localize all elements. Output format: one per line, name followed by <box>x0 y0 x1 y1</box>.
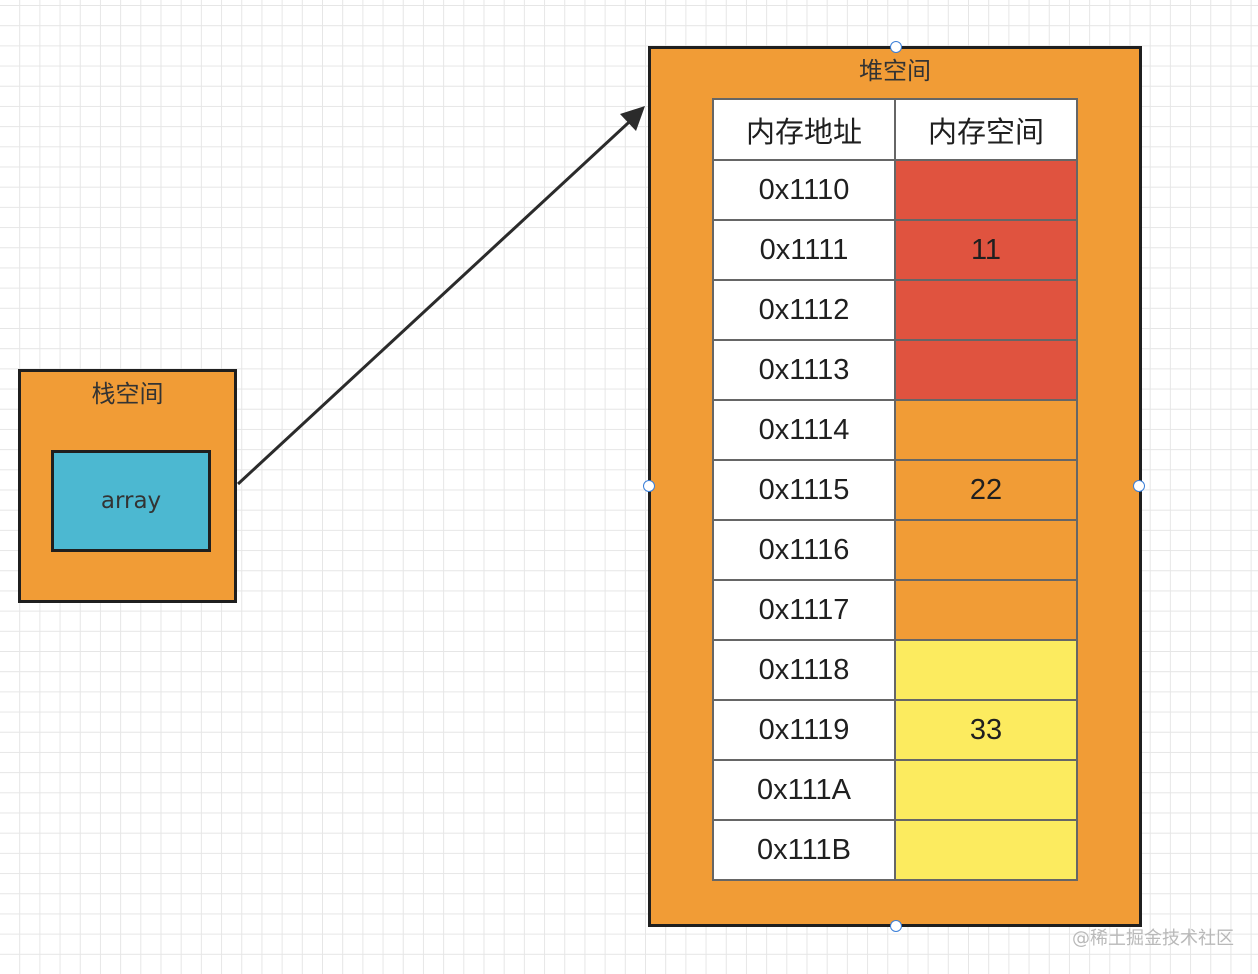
memory-space-cell: 33 <box>894 699 1078 761</box>
stack-space-title: 栈空间 <box>91 380 164 408</box>
memory-row: 0x1110 <box>712 159 1078 221</box>
array-variable-label: array <box>100 488 162 514</box>
watermark: @稀土掘金技术社区 <box>1072 928 1234 949</box>
memory-space-cell <box>894 339 1078 401</box>
arrowhead-icon <box>620 106 645 131</box>
memory-row: 0x111B <box>712 819 1078 881</box>
memory-space-cell <box>894 759 1078 821</box>
memory-address-cell: 0x1116 <box>712 519 896 581</box>
memory-table-header-row: 内存地址 内存空间 <box>712 98 1078 161</box>
memory-address-cell: 0x1115 <box>712 459 896 521</box>
memory-space-cell <box>894 579 1078 641</box>
memory-address-cell: 0x111A <box>712 759 896 821</box>
heap-space-title: 堆空间 <box>859 57 931 85</box>
memory-space-cell <box>894 639 1078 701</box>
memory-row: 0x1114 <box>712 399 1078 461</box>
memory-row: 0x1117 <box>712 579 1078 641</box>
memory-address-cell: 0x1111 <box>712 219 896 281</box>
memory-address-cell: 0x1119 <box>712 699 896 761</box>
memory-address-cell: 0x1117 <box>712 579 896 641</box>
memory-row: 0x1116 <box>712 519 1078 581</box>
space-column-header: 内存空间 <box>894 98 1078 161</box>
pointer-line <box>236 110 642 486</box>
memory-row: 0x111A <box>712 759 1078 821</box>
memory-address-cell: 0x111B <box>712 819 896 881</box>
memory-row: 0x1112 <box>712 279 1078 341</box>
memory-space-cell: 22 <box>894 459 1078 521</box>
memory-space-cell <box>894 399 1078 461</box>
memory-address-cell: 0x1114 <box>712 399 896 461</box>
memory-space-cell <box>894 279 1078 341</box>
memory-row: 0x1118 <box>712 639 1078 701</box>
selection-handle-bottom[interactable] <box>890 920 902 932</box>
stack-space[interactable]: 栈空间 array <box>18 369 237 603</box>
memory-space-cell: 11 <box>894 219 1078 281</box>
memory-address-cell: 0x1112 <box>712 279 896 341</box>
memory-address-cell: 0x1110 <box>712 159 896 221</box>
selection-handle-left[interactable] <box>643 480 655 492</box>
memory-space-cell <box>894 819 1078 881</box>
address-column-header: 内存地址 <box>712 98 896 161</box>
selection-handle-top[interactable] <box>890 41 902 53</box>
memory-row: 0x1113 <box>712 339 1078 401</box>
array-variable[interactable]: array <box>51 450 211 552</box>
memory-space-cell <box>894 159 1078 221</box>
memory-space-cell <box>894 519 1078 581</box>
selection-handle-right[interactable] <box>1133 480 1145 492</box>
memory-address-cell: 0x1118 <box>712 639 896 701</box>
memory-address-cell: 0x1113 <box>712 339 896 401</box>
